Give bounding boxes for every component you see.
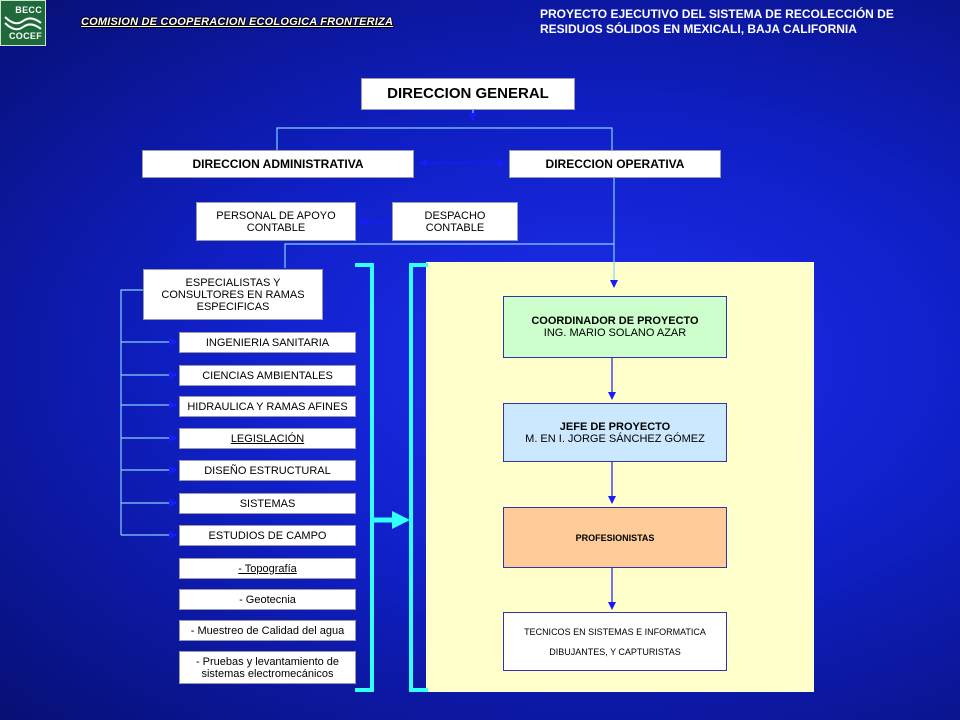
specialty-legislacion: LEGISLACIÓN [179, 428, 356, 449]
coordinador-box: COORDINADOR DE PROYECTO ING. MARIO SOLAN… [503, 296, 727, 358]
direccion-administrativa-box: DIRECCION ADMINISTRATIVA [142, 150, 414, 178]
despacho-contable-label: DESPACHO CONTABLE [424, 209, 486, 234]
personal-apoyo-label: PERSONAL DE APOYO CONTABLE [216, 209, 336, 234]
especialistas-label: ESPECIALISTAS Y CONSULTORES EN RAMAS ESP… [161, 276, 305, 313]
direccion-administrativa-label: DIRECCION ADMINISTRATIVA [192, 157, 364, 171]
specialty-estudios-campo: ESTUDIOS DE CAMPO [179, 525, 356, 546]
cocef-logo: BECC COCEF [0, 0, 46, 46]
specialty-label: ESTUDIOS DE CAMPO [208, 529, 327, 542]
specialty-ingenieria-sanitaria: INGENIERIA SANITARIA [179, 332, 356, 353]
specialty-label: - Topografía [238, 562, 297, 575]
project-title-line-1: PROYECTO EJECUTIVO DEL SISTEMA DE RECOLE… [540, 7, 894, 21]
coordinador-title: COORDINADOR DE PROYECTO [531, 315, 699, 327]
specialty-label: CIENCIAS AMBIENTALES [202, 369, 333, 382]
specialty-label: LEGISLACIÓN [230, 432, 305, 445]
specialty-pruebas-electromecanicos: - Pruebas y levantamiento de sistemas el… [179, 651, 356, 684]
specialty-topografia: - Topografía [179, 558, 356, 579]
specialty-label: HIDRAULICA Y RAMAS AFINES [187, 400, 348, 413]
jefe-proyecto-title: JEFE DE PROYECTO [559, 420, 671, 433]
specialty-diseno-estructural: DISEÑO ESTRUCTURAL [179, 460, 356, 481]
specialty-sistemas: SISTEMAS [179, 493, 356, 514]
direccion-general-label: DIRECCION GENERAL [387, 85, 549, 102]
direccion-operativa-box: DIRECCION OPERATIVA [509, 150, 721, 178]
tecnicos-line-1: TECNICOS EN SISTEMAS E INFORMATICA [524, 626, 706, 637]
direccion-operativa-label: DIRECCION OPERATIVA [545, 157, 685, 171]
specialty-label: - Muestreo de Calidad del agua [190, 624, 345, 637]
specialty-label: - Pruebas y levantamiento de sistemas el… [195, 655, 340, 680]
project-title: PROYECTO EJECUTIVO DEL SISTEMA DE RECOLE… [540, 7, 952, 37]
specialty-label: INGENIERIA SANITARIA [205, 336, 330, 349]
tecnicos-box: TECNICOS EN SISTEMAS E INFORMATICA DIBUJ… [503, 612, 727, 671]
especialistas-box: ESPECIALISTAS Y CONSULTORES EN RAMAS ESP… [143, 269, 323, 320]
logo-text-cocef: COCEF [9, 31, 42, 41]
specialty-label: - Geotecnia [239, 593, 296, 606]
specialty-label: DISEÑO ESTRUCTURAL [204, 464, 331, 477]
specialty-geotecnia: - Geotecnia [179, 589, 356, 610]
specialty-ciencias-ambientales: CIENCIAS AMBIENTALES [179, 365, 356, 386]
organization-name: COMISION DE COOPERACION ECOLOGICA FRONTE… [81, 16, 394, 28]
jefe-proyecto-name: M. EN I. JORGE SÁNCHEZ GÓMEZ [525, 432, 705, 445]
specialty-muestreo-agua: - Muestreo de Calidad del agua [179, 620, 356, 641]
profesionistas-box: PROFESIONISTAS [503, 507, 727, 568]
despacho-contable-box: DESPACHO CONTABLE [392, 202, 518, 241]
tecnicos-line-2: DIBUJANTES, Y CAPTURISTAS [549, 646, 681, 657]
profesionistas-label: PROFESIONISTAS [575, 532, 655, 543]
logo-text-becc: BECC [15, 5, 42, 15]
jefe-proyecto-box: JEFE DE PROYECTO M. EN I. JORGE SÁNCHEZ … [503, 403, 727, 462]
logo-wave-icon [4, 16, 42, 31]
direccion-general-box: DIRECCION GENERAL [361, 78, 575, 110]
personal-apoyo-box: PERSONAL DE APOYO CONTABLE [196, 202, 356, 241]
coordinador-name: ING. MARIO SOLANO AZAR [543, 327, 687, 339]
specialty-hidraulica: HIDRAULICA Y RAMAS AFINES [179, 396, 356, 417]
project-title-line-2: RESIDUOS SÓLIDOS EN MEXICALI, BAJA CALIF… [540, 22, 857, 36]
specialty-label: SISTEMAS [239, 497, 296, 510]
